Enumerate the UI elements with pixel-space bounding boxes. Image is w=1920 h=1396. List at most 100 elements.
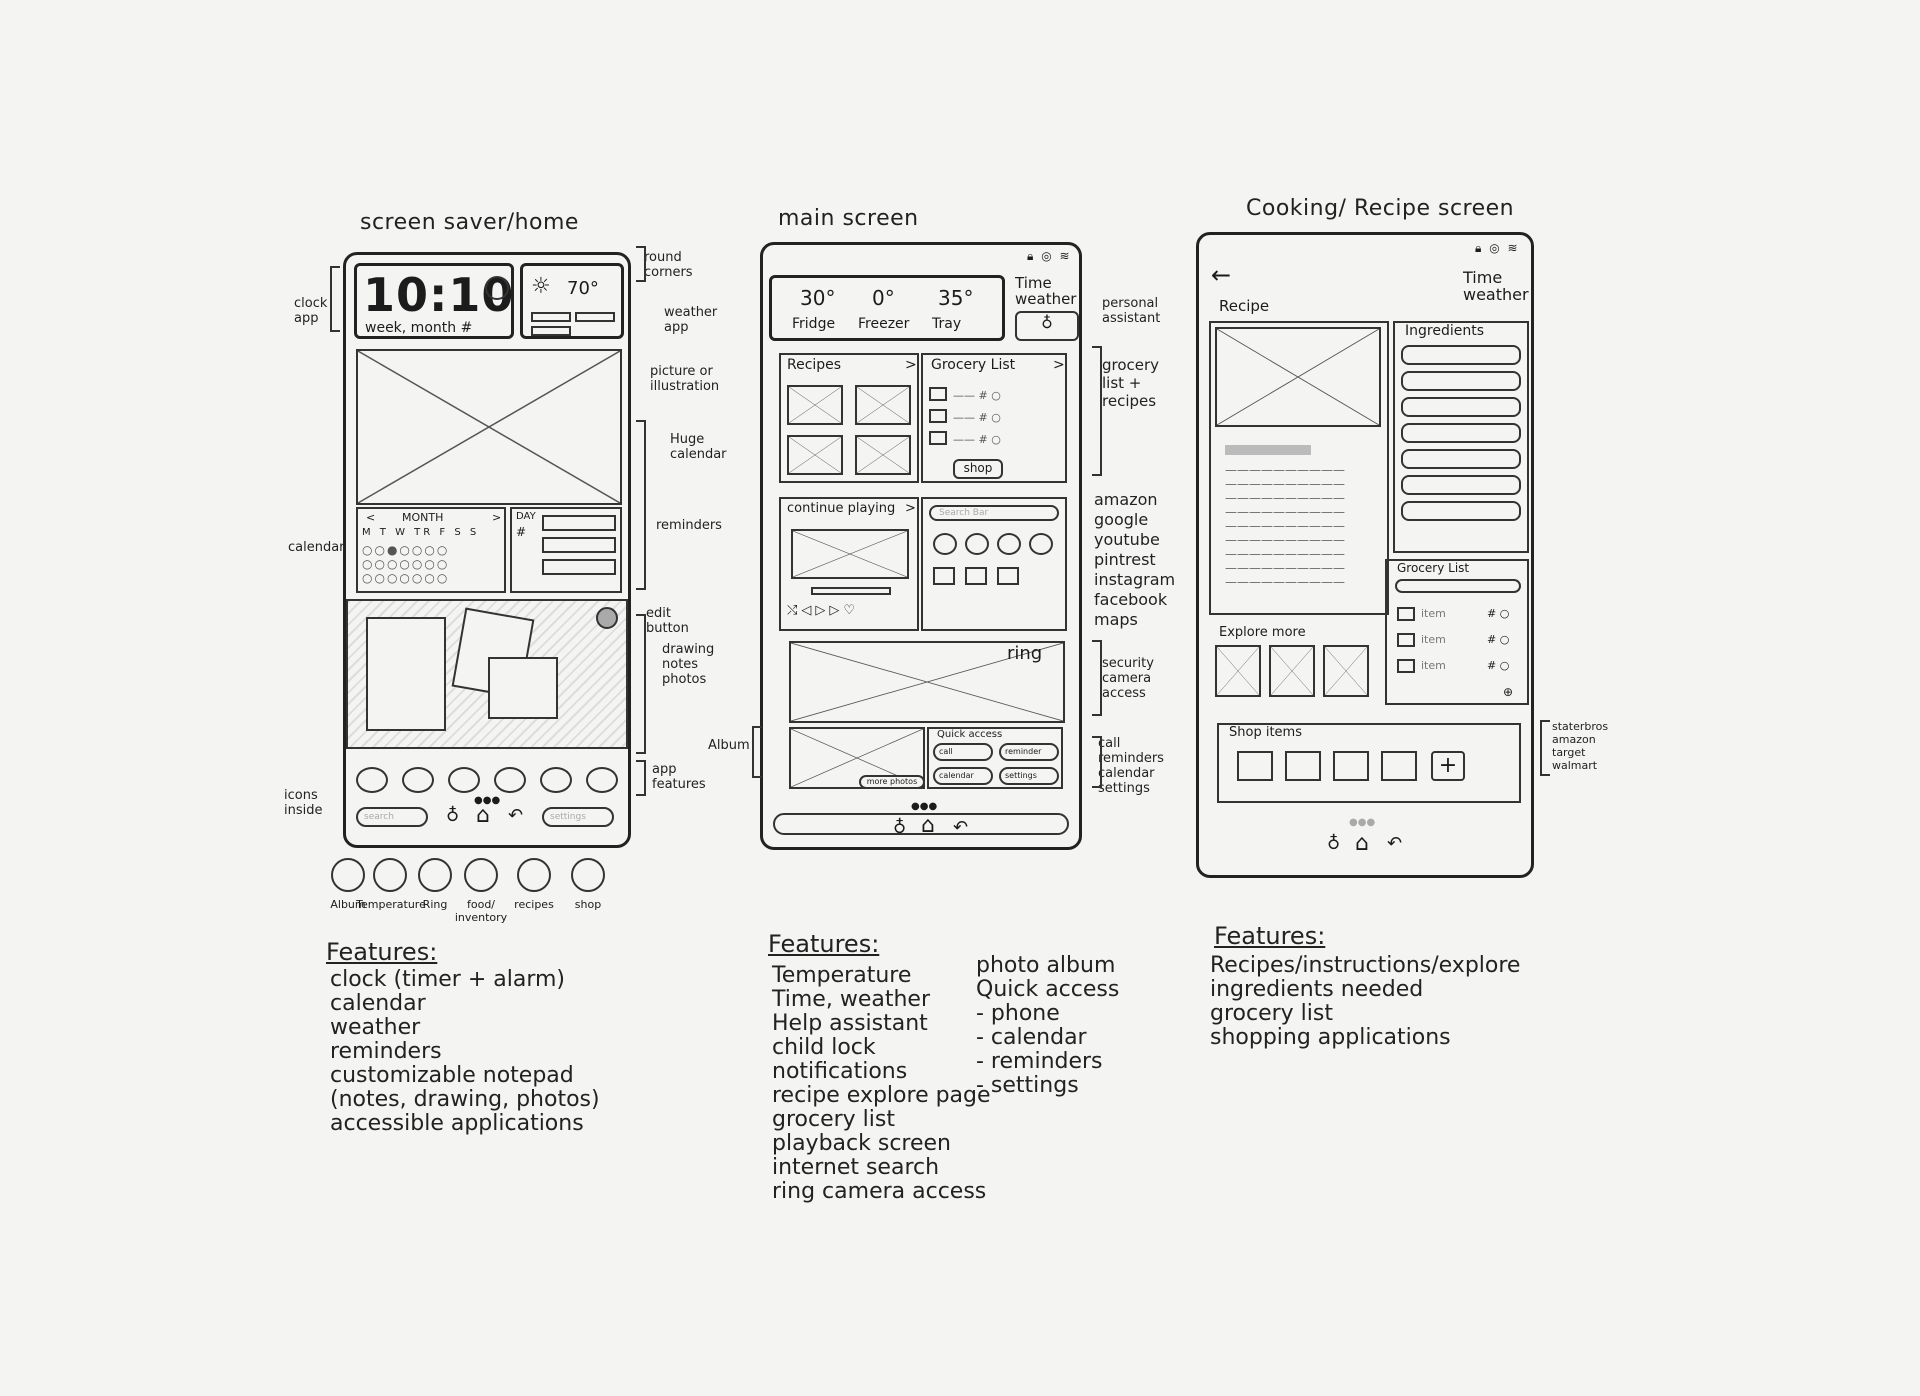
service-icon[interactable] — [1029, 533, 1053, 555]
video-thumb[interactable] — [791, 529, 909, 579]
mic-icon[interactable]: ♁ — [893, 817, 907, 838]
mic-icon[interactable]: ♁ — [1327, 833, 1341, 854]
ingredient-row[interactable] — [1401, 501, 1521, 521]
settings-input[interactable]: settings — [542, 807, 614, 827]
recipe-thumb[interactable] — [855, 435, 911, 475]
shop-item[interactable] — [1237, 751, 1273, 781]
ingredient-row[interactable] — [1401, 397, 1521, 417]
reminder-item[interactable] — [542, 559, 616, 575]
note-card[interactable] — [366, 617, 446, 731]
add-item-button[interactable]: + — [1431, 751, 1465, 781]
chevron-right-icon[interactable]: > — [905, 501, 916, 516]
reminder-item[interactable] — [542, 537, 616, 553]
assistant-mic-button[interactable]: ♁ — [1015, 311, 1079, 341]
recipe-panel[interactable]: ————————————————————————————————————————… — [1209, 321, 1389, 615]
weather-widget[interactable]: ☼ 70° — [520, 263, 624, 339]
reminder-button[interactable]: reminder — [999, 743, 1059, 761]
search-input[interactable]: search — [356, 807, 428, 827]
progress-bar[interactable] — [811, 587, 891, 595]
recipe-thumb[interactable] — [855, 385, 911, 425]
service-icon[interactable] — [965, 533, 989, 555]
home-icon[interactable]: ⌂ — [921, 813, 935, 838]
recipes-panel[interactable]: Recipes > — [779, 353, 919, 483]
back-icon[interactable]: ↶ — [508, 805, 524, 826]
home-icon[interactable]: ⌂ — [1355, 831, 1369, 856]
shop-item[interactable] — [1285, 751, 1321, 781]
checkbox-icon[interactable] — [929, 387, 947, 401]
shop-item[interactable] — [1381, 751, 1417, 781]
ingredient-row[interactable] — [1401, 475, 1521, 495]
service-icon[interactable] — [933, 533, 957, 555]
calendar-widget[interactable]: < MONTH > M T W TR F S S ○○●○○○○○○○○○○○○… — [356, 507, 506, 593]
shop-button[interactable]: shop — [953, 459, 1003, 479]
app-circle-icon[interactable] — [402, 767, 434, 793]
add-icon[interactable]: ⊕ — [1503, 685, 1514, 699]
notepad-area[interactable] — [346, 599, 628, 749]
service-icon[interactable] — [997, 567, 1019, 585]
chevron-right-icon[interactable]: > — [1053, 357, 1065, 373]
more-photos-button[interactable]: more photos — [859, 775, 925, 789]
shop-app-icon[interactable] — [571, 858, 605, 892]
app-circle-icon[interactable] — [356, 767, 388, 793]
app-circle-icon[interactable] — [586, 767, 618, 793]
grocery-panel[interactable]: Grocery List item item item # ○ # ○ # ○ … — [1385, 559, 1529, 705]
clock-widget[interactable]: 10:10 week, month # — [354, 263, 514, 339]
chevron-right-icon[interactable]: > — [905, 357, 917, 373]
temperature-app-icon[interactable] — [373, 858, 407, 892]
explore-thumb[interactable] — [1215, 645, 1261, 697]
qty-icon[interactable]: # ○ — [1487, 607, 1510, 620]
service-icon[interactable] — [965, 567, 987, 585]
calendar-button[interactable]: calendar — [933, 767, 993, 785]
settings-button[interactable]: settings — [999, 767, 1059, 785]
album-photo[interactable] — [789, 727, 925, 789]
ingredients-panel[interactable]: Ingredients — [1393, 321, 1529, 553]
grocery-search[interactable] — [1395, 579, 1521, 593]
ingredient-row[interactable] — [1401, 449, 1521, 469]
qty-icon[interactable]: # ○ — [1487, 633, 1510, 646]
checkbox-icon[interactable] — [1397, 659, 1415, 673]
ingredient-row[interactable] — [1401, 371, 1521, 391]
back-icon[interactable]: ↶ — [1387, 833, 1403, 854]
explore-thumb[interactable] — [1269, 645, 1315, 697]
recipe-thumb[interactable] — [787, 435, 843, 475]
explore-thumb[interactable] — [1323, 645, 1369, 697]
call-button[interactable]: call — [933, 743, 993, 761]
reminder-item[interactable] — [542, 515, 616, 531]
alarm-icon[interactable] — [485, 276, 509, 300]
back-icon[interactable]: ↶ — [953, 817, 969, 838]
note-card[interactable] — [488, 657, 558, 719]
edit-icon[interactable] — [596, 607, 618, 629]
playback-controls[interactable]: ⤭◁▷▷♡ — [787, 603, 860, 618]
home-icon[interactable]: ⌂ — [476, 803, 490, 828]
service-icon[interactable] — [997, 533, 1021, 555]
qty-icon[interactable]: # ○ — [1487, 659, 1510, 672]
shop-item[interactable] — [1333, 751, 1369, 781]
ingredient-row[interactable] — [1401, 345, 1521, 365]
ingredient-row[interactable] — [1401, 423, 1521, 443]
playback-panel[interactable]: continue playing > ⤭◁▷▷♡ — [779, 497, 919, 631]
back-arrow-icon[interactable]: ← — [1211, 261, 1232, 289]
album-app-icon[interactable] — [331, 858, 365, 892]
recipe-thumb[interactable] — [787, 385, 843, 425]
app-circle-icon[interactable] — [448, 767, 480, 793]
recipes-app-icon[interactable] — [517, 858, 551, 892]
cal-prev-icon[interactable]: < — [366, 511, 376, 524]
ring-app-icon[interactable] — [418, 858, 452, 892]
checkbox-icon[interactable] — [1397, 607, 1415, 621]
app-circle-icon[interactable] — [540, 767, 572, 793]
grocery-panel[interactable]: Grocery List > —— # ○ —— # ○ —— # ○ shop — [921, 353, 1067, 483]
mic-icon[interactable]: ♁ — [446, 805, 460, 826]
checkbox-icon[interactable] — [929, 409, 947, 423]
ring-camera-feed[interactable] — [789, 641, 1065, 723]
service-icon[interactable] — [933, 567, 955, 585]
food-app-icon[interactable] — [464, 858, 498, 892]
temperature-widget[interactable]: 30° 0° 35° Fridge Freezer Tray — [769, 275, 1005, 341]
reminders-widget[interactable]: DAY # — [510, 507, 622, 593]
checkbox-icon[interactable] — [929, 431, 947, 445]
search-input[interactable]: Search Bar — [929, 505, 1059, 521]
cal-next-icon[interactable]: > — [492, 511, 502, 524]
search-panel[interactable]: Search Bar — [921, 497, 1067, 631]
app-circle-icon[interactable] — [494, 767, 526, 793]
quick-access-panel[interactable]: Quick access call reminder calendar sett… — [927, 727, 1063, 789]
shop-items-panel[interactable]: Shop items + — [1217, 723, 1521, 803]
